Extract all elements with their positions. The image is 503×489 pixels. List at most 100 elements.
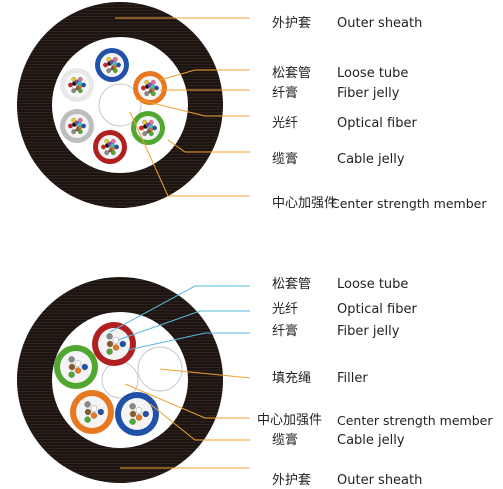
bottom-loose-tube-red	[92, 322, 136, 366]
label-en: Filler	[337, 371, 368, 386]
label-en: Loose tube	[337, 277, 409, 292]
optical-fiber-dot	[77, 129, 83, 135]
top-loose-tube-grey	[60, 109, 94, 143]
optical-fiber-dot	[81, 363, 88, 371]
label-en: Optical fiber	[337, 302, 417, 317]
optical-fiber-dot	[68, 123, 73, 129]
optical-fiber-dot	[68, 82, 73, 88]
optical-fiber-dot	[139, 125, 144, 131]
optical-fiber-dot	[112, 61, 117, 66]
optical-fiber-dot	[154, 85, 159, 91]
optical-fiber-dot	[106, 68, 112, 74]
optical-fiber-dot	[77, 88, 83, 94]
label-zh: 中心加强件	[257, 413, 323, 428]
optical-fiber-dot	[81, 123, 86, 129]
label-zh: 光纤	[272, 302, 299, 317]
label-en: Loose tube	[337, 66, 409, 81]
optical-fiber-dot	[110, 138, 116, 144]
label-zh: 缆膏	[272, 433, 299, 448]
optical-fiber-dot	[71, 117, 77, 123]
top-cable-cross-section	[17, 2, 223, 208]
optical-fiber-dot	[97, 408, 104, 416]
optical-fiber-dot	[110, 150, 116, 156]
optical-fiber-dot	[104, 138, 110, 144]
label-en: Center strength member	[331, 196, 487, 211]
optical-fiber-dot	[68, 371, 75, 378]
label-zh: 纤膏	[272, 324, 299, 339]
optical-fiber-dot	[119, 340, 126, 348]
label-en: Cable jelly	[337, 152, 405, 167]
optical-fiber-dot	[148, 124, 153, 129]
optical-fiber-dot	[152, 125, 157, 131]
optical-fiber-dot	[106, 333, 113, 340]
optical-fiber-dot	[77, 117, 83, 123]
optical-fiber-dot	[68, 356, 75, 363]
optical-fiber-dot	[116, 62, 121, 68]
label-en: Fiber jelly	[337, 86, 400, 101]
label-en: Optical fiber	[337, 116, 417, 131]
bottom-loose-tube-green	[54, 345, 98, 389]
optical-fiber-dot	[103, 62, 108, 68]
optical-fiber-dot	[135, 407, 143, 414]
label-zh: 纤膏	[272, 86, 299, 101]
optical-fiber-dot	[106, 348, 113, 355]
optical-fiber-dot	[150, 79, 156, 85]
label-zh: 外护套	[272, 473, 312, 488]
optical-fiber-dot	[110, 143, 115, 148]
bottom-loose-tube-blue	[115, 392, 159, 436]
label-zh: 松套管	[272, 66, 312, 81]
optical-fiber-dot	[144, 79, 150, 85]
label-zh: 松套管	[272, 277, 312, 292]
optical-fiber-dot	[114, 144, 119, 150]
optical-fiber-dot	[112, 56, 118, 62]
optical-fiber-dot	[142, 131, 148, 137]
optical-fiber-dot	[142, 410, 149, 418]
optical-fiber-dot	[84, 416, 91, 423]
optical-fiber-dot	[129, 418, 136, 425]
optical-fiber-dot	[77, 81, 82, 86]
label-en: Fiber jelly	[337, 324, 400, 339]
optical-fiber-dot	[112, 337, 120, 344]
optical-fiber-dot	[144, 91, 150, 97]
optical-fiber-dot	[135, 414, 143, 421]
top-loose-tube-orange	[133, 71, 167, 105]
label-en: Outer sheath	[337, 473, 423, 488]
optical-fiber-dot	[141, 85, 146, 91]
top-loose-tube-white	[60, 68, 94, 102]
optical-fiber-dot	[150, 91, 156, 97]
bottom-leader-lines	[109, 285, 251, 469]
label-zh: 填充绳	[272, 371, 312, 386]
optical-fiber-dot	[106, 56, 112, 62]
optical-fiber-dot	[106, 340, 114, 348]
optical-fiber-dot	[112, 68, 118, 74]
optical-fiber-dot	[104, 150, 110, 156]
optical-fiber-dot	[68, 363, 76, 371]
top-loose-tube-green	[131, 111, 165, 145]
bottom-optical-fibers	[68, 333, 149, 425]
optical-fiber-dot	[150, 84, 155, 89]
optical-fiber-dot	[71, 129, 77, 135]
optical-fiber-dot	[112, 344, 120, 351]
label-zh: 缆膏	[272, 152, 299, 167]
optical-fiber-dot	[129, 410, 137, 418]
label-en: Outer sheath	[337, 16, 423, 31]
optical-fiber-dot	[148, 131, 154, 137]
optical-fiber-dot	[101, 144, 106, 150]
top-loose-tube-red	[93, 130, 127, 164]
bottom-cable-cross-section	[17, 277, 223, 483]
label-en: Center strength member	[337, 413, 493, 428]
optical-fiber-dot	[90, 405, 98, 412]
optical-fiber-dot	[148, 119, 154, 125]
label-zh: 光纤	[272, 116, 299, 131]
bottom-loose-tube-orange	[70, 390, 114, 434]
optical-fiber-dot	[74, 360, 82, 367]
label-en: Cable jelly	[337, 433, 405, 448]
optical-fiber-dot	[84, 408, 92, 416]
optical-fiber-dot	[77, 122, 82, 127]
optical-fiber-dot	[81, 82, 86, 88]
optical-fiber-dot	[90, 412, 98, 419]
top-loose-tube-blue	[95, 48, 129, 82]
optical-fiber-dot	[71, 76, 77, 82]
optical-fiber-dot	[71, 88, 77, 94]
